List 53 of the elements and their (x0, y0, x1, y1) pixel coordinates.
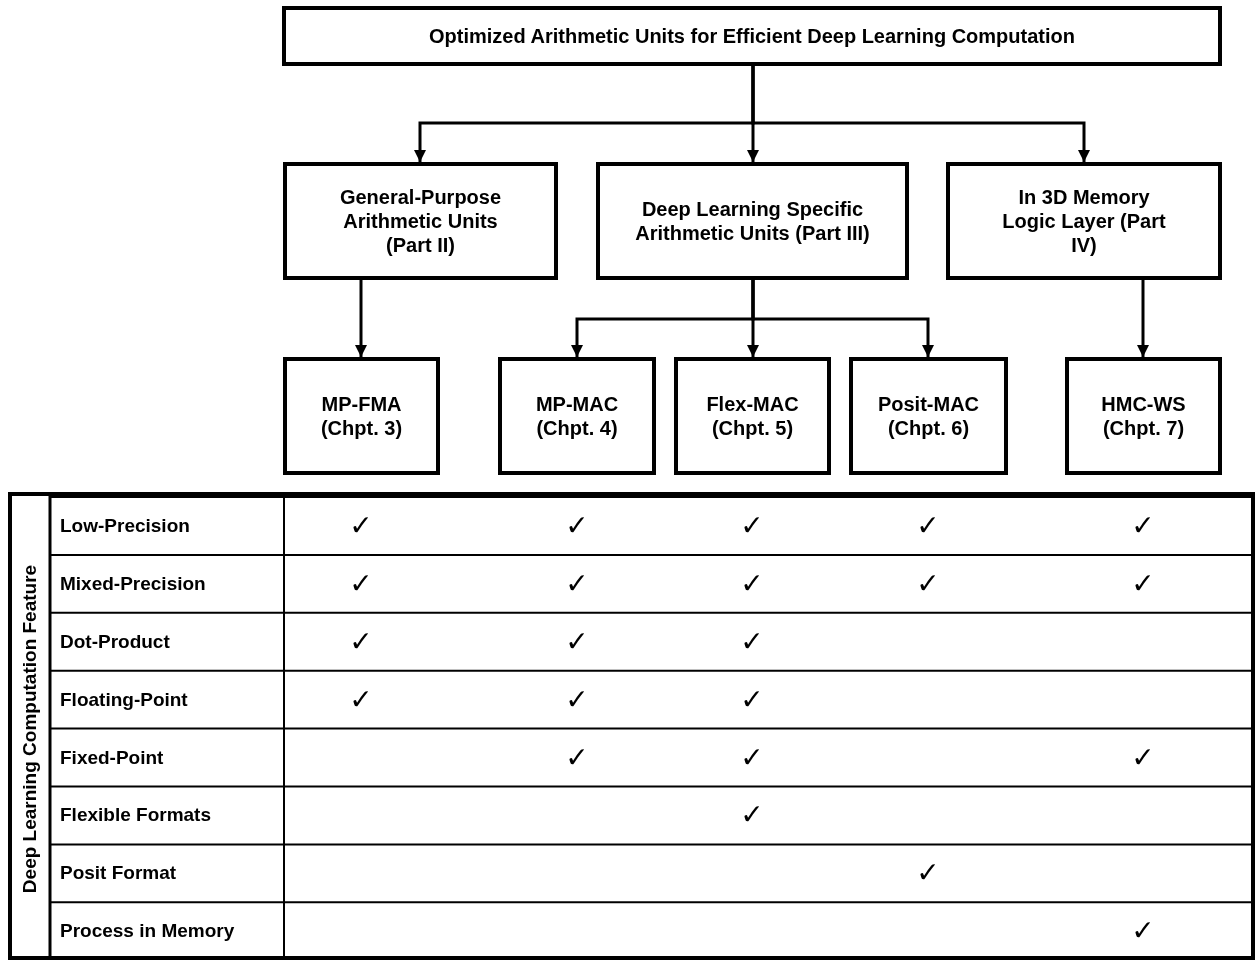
unit-label: In 3D Memory Logic Layer (Part IV) (1001, 185, 1167, 257)
check-mark: ✓ (349, 626, 373, 657)
unit-box (498, 357, 656, 475)
check-mark: ✓ (916, 858, 940, 889)
unit-label: Deep Learning Specific Arithmetic Units (Part III) (634, 197, 871, 245)
connector-arrow (751, 280, 934, 357)
unit-box (1065, 357, 1222, 475)
feature-name: Mixed-Precision (60, 572, 206, 595)
feature-name: Dot-Product (60, 630, 170, 653)
check-mark: ✓ (1131, 510, 1155, 541)
check-mark: ✓ (740, 800, 764, 831)
feature-name: Fixed-Point (60, 746, 164, 769)
check-mark: ✓ (1131, 568, 1155, 599)
feature-name: Floating-Point (60, 688, 188, 711)
overview-label: Optimized Arithmetic Units for Efficient Deep Learning Computation (428, 24, 1076, 48)
unit-label: General-Purpose Arithmetic Units (Part II) (338, 185, 503, 257)
feature-name: Low-Precision (60, 514, 190, 537)
check-mark: ✓ (565, 510, 589, 541)
check-mark: ✓ (740, 684, 764, 715)
unit-box (596, 162, 909, 280)
table-side-heading: Deep Learning Computation Feature (19, 564, 41, 893)
unit-label: HMC-WS (Chpt. 7) (1100, 392, 1187, 440)
unit-box (946, 162, 1222, 280)
check-mark: ✓ (565, 626, 589, 657)
unit-label: MP-FMA (Chpt. 3) (319, 392, 404, 440)
check-mark: ✓ (916, 510, 940, 541)
unit-box (283, 162, 558, 280)
title-box (282, 6, 1222, 66)
check-mark: ✓ (740, 626, 764, 657)
check-mark: ✓ (349, 684, 373, 715)
unit-label: MP-MAC (Chpt. 4) (534, 392, 620, 440)
connector-arrow (355, 280, 367, 357)
unit-box (283, 357, 440, 475)
unit-box (849, 357, 1008, 475)
check-mark: ✓ (349, 510, 373, 541)
feature-name: Process in Memory (60, 920, 235, 943)
check-mark: ✓ (349, 568, 373, 599)
check-mark: ✓ (740, 510, 764, 541)
check-mark: ✓ (565, 568, 589, 599)
check-mark: ✓ (740, 568, 764, 599)
feature-name: Flexible Formats (60, 804, 211, 827)
check-mark: ✓ (565, 684, 589, 715)
feature-name: Posit Format (60, 862, 177, 885)
connector-arrow (1137, 280, 1149, 357)
check-mark: ✓ (740, 742, 764, 773)
check-mark: ✓ (1131, 916, 1155, 947)
connector-arrow (751, 66, 1090, 162)
check-mark: ✓ (565, 742, 589, 773)
check-mark: ✓ (1131, 742, 1155, 773)
unit-label: Flex-MAC (Chpt. 5) (705, 392, 800, 440)
unit-label: Posit-MAC (Chpt. 6) (876, 392, 981, 440)
check-mark: ✓ (916, 568, 940, 599)
unit-box (674, 357, 831, 475)
